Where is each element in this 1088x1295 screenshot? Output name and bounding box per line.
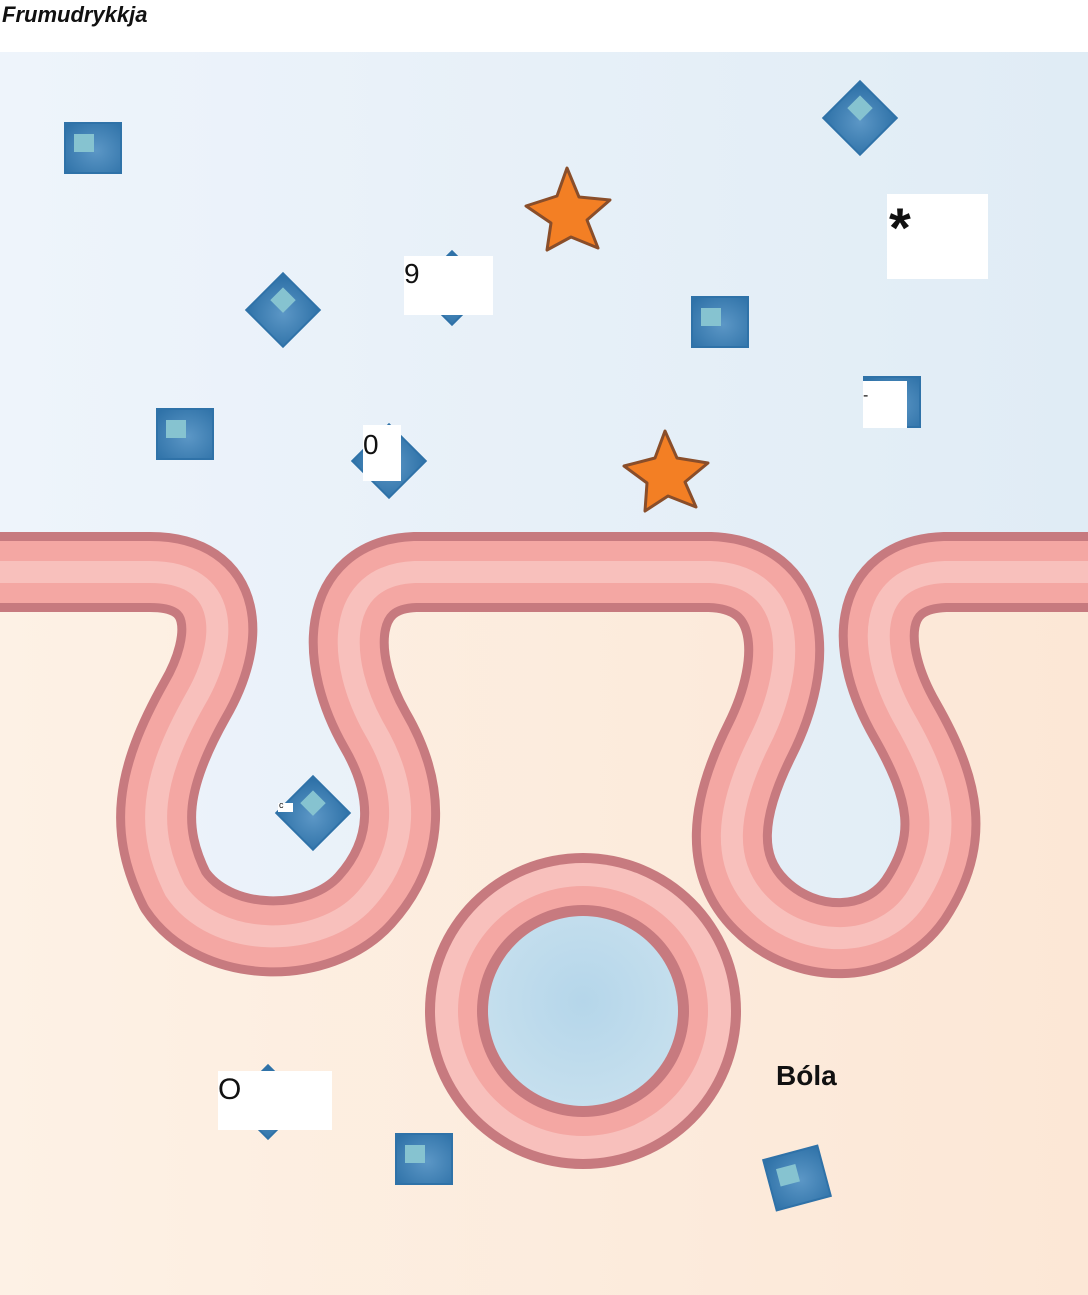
square-molecule-icon (691, 296, 749, 348)
star-ligand-icon (622, 429, 710, 513)
label-tag-c: 0 (363, 425, 401, 481)
vesicle (425, 853, 741, 1169)
label-tag-f-text: O (218, 1073, 242, 1106)
label-tag-a-text: 9 (404, 258, 420, 289)
square-molecule-icon (395, 1133, 453, 1185)
square-molecule-icon (762, 1144, 832, 1212)
square-molecule-icon (64, 122, 122, 174)
square-molecule-icon (244, 271, 322, 349)
diagram-title: Frumudrykkja (2, 2, 148, 27)
square-molecule-icon (274, 774, 352, 852)
membrane-inner-layer (0, 561, 1088, 950)
square-molecule-icon (156, 408, 214, 460)
label-tag-b-text: * (889, 196, 911, 259)
label-tag-f: O (218, 1071, 332, 1130)
star-ligand-icon (524, 166, 612, 252)
square-molecule-icon (821, 79, 899, 157)
label-tag-e-text: c (279, 800, 284, 810)
label-tag-d-text: - (863, 387, 869, 404)
vesicle-label: Bóla (776, 1060, 837, 1091)
label-tag-e: c (278, 800, 293, 812)
label-tag-b: * (887, 194, 988, 279)
label-tag-c-text: 0 (363, 429, 379, 460)
label-tag-d: - (863, 381, 907, 428)
label-tag-a: 9 (404, 256, 493, 315)
